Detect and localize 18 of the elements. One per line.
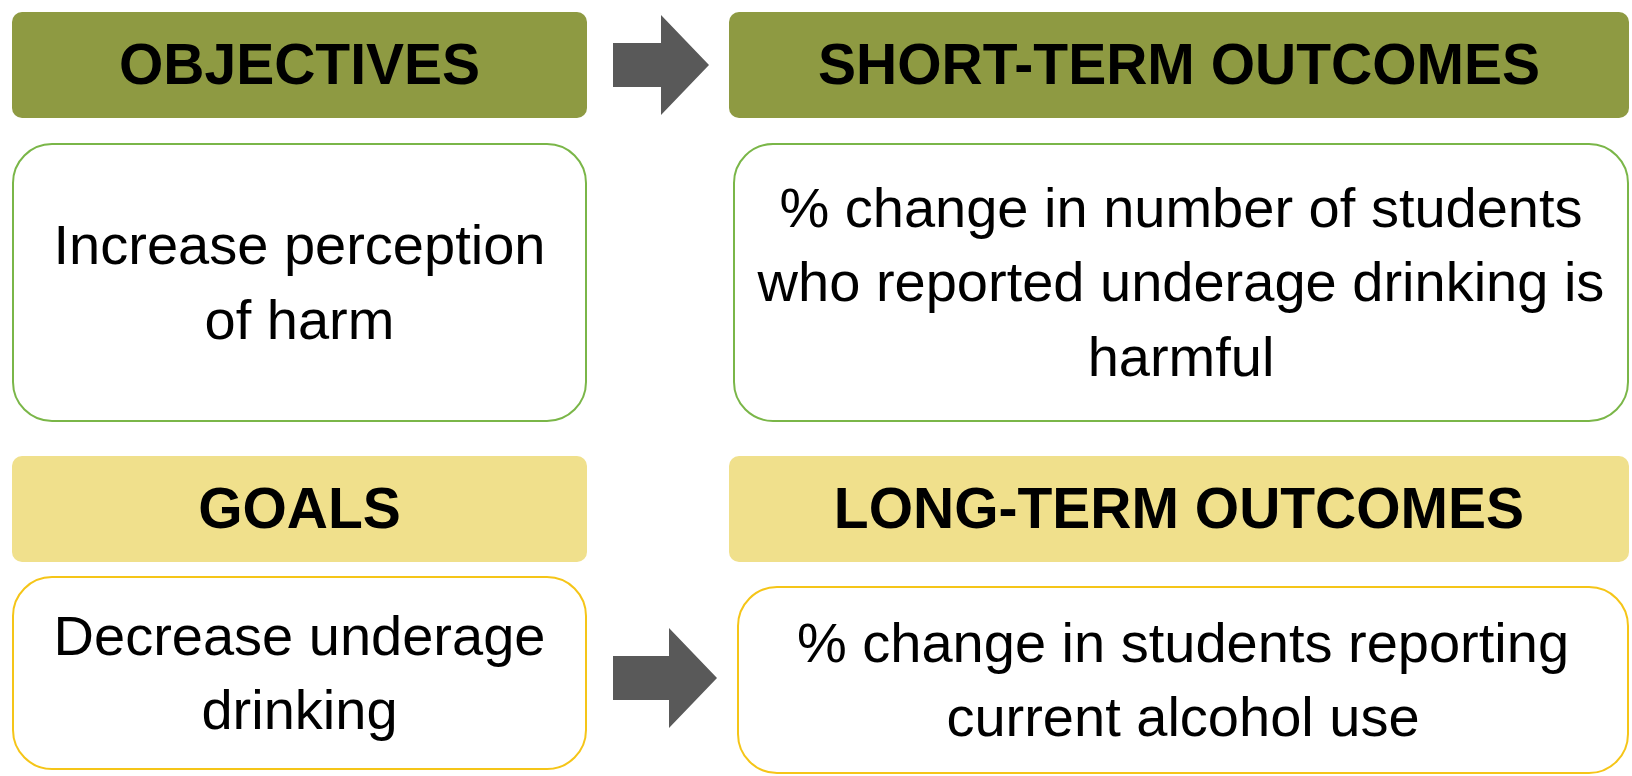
body-text: Decrease underage drinking (52, 602, 547, 743)
header-bar (12, 12, 587, 118)
body-text: Increase perception of harm (52, 212, 547, 353)
body-text: % change in students reporting current alcohol use (795, 609, 1571, 750)
header-text: GOALS (198, 475, 401, 543)
header-bar (729, 456, 1629, 562)
body-text: % change in number of students who reported underage drinking is harmful (756, 174, 1606, 390)
header-text: OBJECTIVES (118, 31, 481, 99)
text-box (12, 143, 587, 422)
header-bar (12, 456, 587, 562)
text-box (12, 576, 587, 770)
header-text: LONG-TERM OUTCOMES (833, 475, 1525, 543)
header-text: SHORT-TERM OUTCOMES (818, 31, 1540, 99)
block-arrow (613, 628, 717, 728)
text-box (737, 586, 1629, 774)
text-box (733, 143, 1629, 422)
header-bar (729, 12, 1629, 118)
block-arrow (613, 15, 709, 115)
